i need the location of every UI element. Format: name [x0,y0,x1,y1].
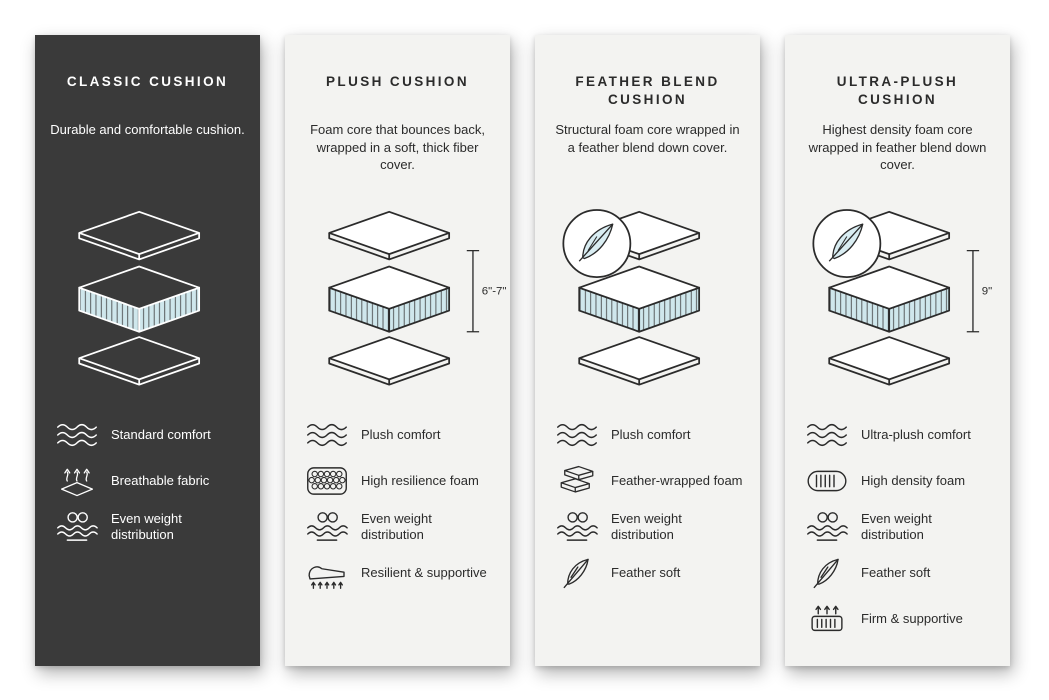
card-classic-cushion: CLASSIC CUSHION Durable and comfortable … [35,35,260,666]
feature-label: Firm & supportive [861,610,963,626]
weight-distribution-icon [806,510,848,544]
height-label: 9" [981,285,991,297]
column-title: PLUSH CUSHION [326,74,469,89]
card-plush-cushion: PLUSH CUSHION Foam core that bounces bac… [285,35,510,666]
feature-item: Standard comfort [56,417,245,453]
feature-item: Firm & supportive [806,601,995,637]
feature-item: Even weight distribution [556,509,745,545]
cushion-illustration [50,183,245,409]
cushion-illustration: 6"-7" [300,183,506,409]
column-description: Durable and comfortable cushion. [50,122,245,137]
column-description: Structural foam core wrapped in a feathe… [555,122,740,155]
feature-label: Breathable fabric [111,472,210,488]
resilient-supportive-icon [306,556,348,590]
feature-label: Feather-wrapped foam [611,472,743,488]
feather-icon [556,556,598,590]
comfort-waves-icon [556,418,598,452]
cushion-illustration [550,183,745,409]
feature-item: Even weight distribution [806,509,995,545]
feature-label: Standard comfort [111,426,211,442]
feature-label: Even weight distribution [611,510,682,542]
feature-label: Feather soft [611,564,681,580]
cushion-comparison-board: CLASSIC CUSHION Durable and comfortable … [35,35,1010,666]
feature-label: High resilience foam [361,472,479,488]
weight-distribution-icon [556,510,598,544]
weight-distribution-icon [306,510,348,544]
column-title: CLASSIC CUSHION [66,74,229,89]
cushion-illustration: 9" [800,183,995,409]
cushion-layers-art [561,208,700,386]
feature-item: Feather soft [806,555,995,591]
column-description: Highest density foam core wrapped in fea… [808,122,987,173]
feature-item: Ultra-plush comfort [806,417,995,453]
feature-item: Feather-wrapped foam [556,463,745,499]
height-dimension [966,249,979,332]
feather-wrapped-foam-icon [556,464,598,498]
feature-item: Breathable fabric [56,463,245,499]
card-feather-blend-cushion: FEATHER BLEND CUSHION Structural foam co… [535,35,760,666]
feather-icon [806,556,848,590]
feature-label: High density foam [861,472,966,488]
foam-cells-icon [306,464,348,498]
feature-label: Even weight distribution [111,510,182,542]
feature-label: Even weight distribution [861,510,932,542]
feature-item: Even weight distribution [306,509,495,545]
feature-label: Plush comfort [611,426,691,442]
column-title: FEATHER BLEND CUSHION [575,74,720,107]
feature-label: Ultra-plush comfort [861,426,971,442]
feature-label: Resilient & supportive [361,564,487,580]
feature-item: Even weight distribution [56,509,245,545]
feature-item: Feather soft [556,555,745,591]
column-title: ULTRA-PLUSH CUSHION [836,74,959,107]
cushion-layers-art [77,210,200,386]
feature-list: Ultra-plush comfort High density foam Ev… [800,417,995,647]
column-description: Foam core that bounces back, wrapped in … [310,122,485,173]
feature-item: High resilience foam [306,463,495,499]
breathable-fabric-icon [56,464,98,498]
weight-distribution-icon [56,510,98,544]
feature-item: High density foam [806,463,995,499]
feature-item: Plush comfort [556,417,745,453]
feature-label: Feather soft [861,564,931,580]
feature-list: Plush comfort High resilience foam Even … [300,417,495,601]
high-density-foam-icon [806,464,848,498]
comfort-waves-icon [306,418,348,452]
card-ultra-plush-cushion: ULTRA-PLUSH CUSHION Highest density foam… [785,35,1010,666]
feature-list: Standard comfort Breathable fabric Even … [50,417,245,555]
comfort-waves-icon [806,418,848,452]
feature-label: Even weight distribution [361,510,432,542]
feather-badge-icon [811,208,881,278]
cushion-layers-art: 9" [811,208,992,386]
feature-label: Plush comfort [361,426,441,442]
firm-supportive-icon [806,602,848,636]
feature-list: Plush comfort Feather-wrapped foam Even … [550,417,745,601]
height-dimension [466,249,479,332]
feather-badge-icon [561,208,631,278]
feature-item: Resilient & supportive [306,555,495,591]
comfort-waves-icon [56,418,98,452]
cushion-layers-art: 6"-7" [327,210,506,386]
height-label: 6"-7" [481,285,506,297]
feature-item: Plush comfort [306,417,495,453]
